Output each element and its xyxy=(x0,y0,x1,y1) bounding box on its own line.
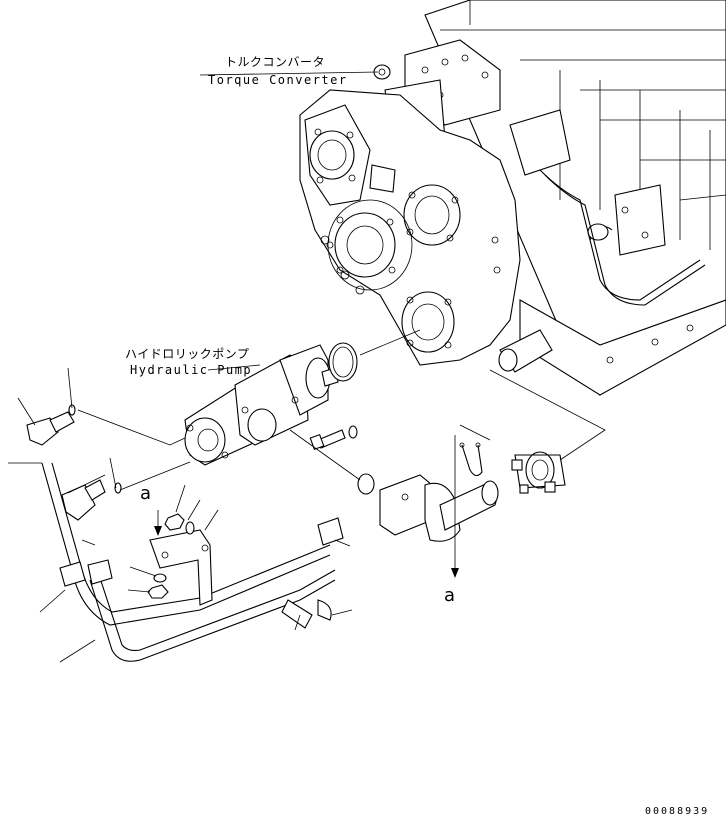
callout-a-left-arrow xyxy=(154,526,162,536)
delivery-pipe xyxy=(41,462,344,662)
document-id: 00088939 xyxy=(645,806,709,817)
small-o-ring-lower xyxy=(114,482,122,494)
callout-a-right-arrow xyxy=(451,568,459,578)
washer-upper xyxy=(185,521,195,535)
suction-hose xyxy=(439,480,499,531)
callout-a-right: a xyxy=(444,585,455,606)
hydraulic-pump-label-en: Hydraulic Pump xyxy=(130,363,252,377)
elbow-fitting-lower xyxy=(61,479,106,521)
hydraulic-pump xyxy=(184,344,339,466)
torque-converter-label-jp: トルクコンバータ xyxy=(225,55,325,69)
elbow-fitting-upper xyxy=(26,411,75,446)
callout-a-left: a xyxy=(140,483,151,504)
torque-converter-label-en: Torque Converter xyxy=(208,73,348,87)
washer-lower xyxy=(153,573,167,583)
u-bolt xyxy=(459,442,483,477)
nut-upper xyxy=(164,513,185,531)
pipe-clip xyxy=(281,599,332,629)
nut-lower xyxy=(147,584,169,599)
hose-clamp xyxy=(511,451,566,494)
port-o-ring xyxy=(357,473,375,495)
pipe-bracket xyxy=(149,529,213,606)
pump-mounting-bolt xyxy=(309,425,358,451)
leader-lines xyxy=(8,71,606,663)
hydraulic-pump-label-jp: ハイドロリックポンプ xyxy=(125,347,249,361)
pump-o-ring xyxy=(328,342,358,382)
torque-converter-assembly xyxy=(299,0,726,396)
